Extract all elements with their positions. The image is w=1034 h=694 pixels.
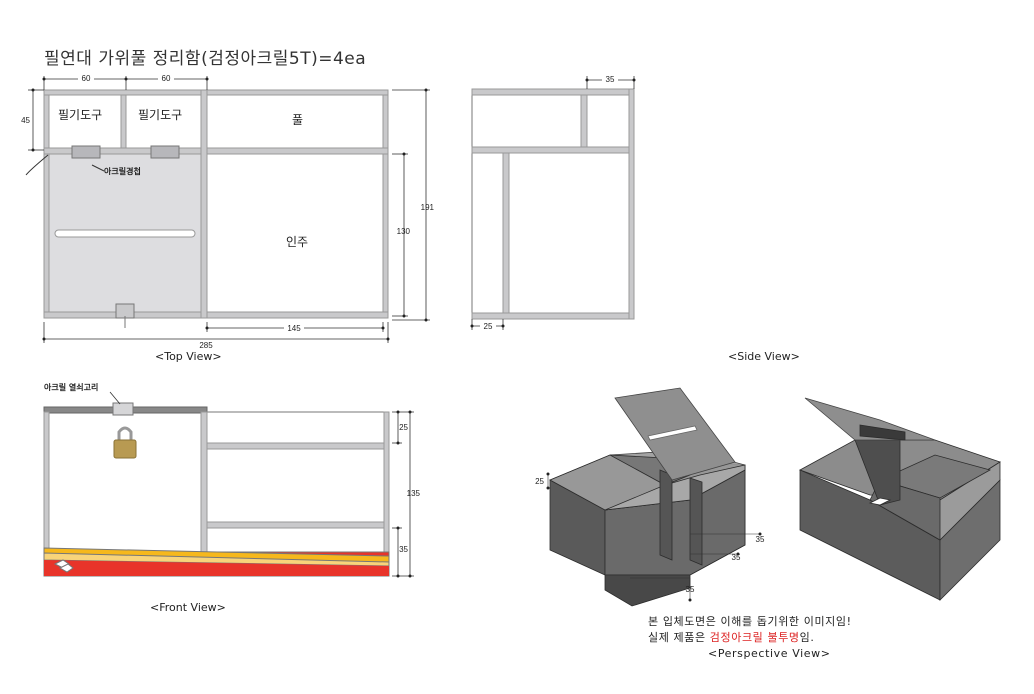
- dim-front-top: 25: [399, 423, 408, 432]
- dim-side-top: 35: [606, 75, 615, 84]
- perspective-box-left: [546, 387, 762, 607]
- dim-persp-b: 35: [732, 553, 741, 562]
- dim-persp-c: 35: [686, 585, 695, 594]
- perspective-box-right: [799, 397, 1001, 601]
- dim-total-w: 285: [199, 341, 213, 350]
- lock-plate: [112, 402, 134, 416]
- cell-label-3: 풀: [292, 113, 304, 127]
- front-view-dim-text: 25 135 35: [399, 423, 420, 554]
- perspective-dim-text: 25 35 35 35: [535, 477, 765, 594]
- note-line-1: 본 입체도면은 이해를 돕기위한 이미지임!: [648, 615, 852, 628]
- side-view: [470, 76, 636, 330]
- note-line-2-pre: 실제 제품은: [648, 631, 710, 644]
- perspective-note: 본 입체도면은 이해를 돕기위한 이미지임! 실제 제품은 검정아크릴 불투명임…: [648, 614, 852, 662]
- brand-logo-icon: [53, 559, 74, 573]
- perspective-view-caption: <Perspective View>: [708, 647, 831, 660]
- note-line-2-post: 임.: [799, 631, 815, 644]
- lock-label: 아크릴 열쇠고리: [44, 383, 99, 392]
- dim-right-w: 145: [287, 324, 301, 333]
- cell-label-1: 필기도구: [58, 108, 103, 122]
- dim-persp-a: 35: [756, 535, 765, 544]
- cell-label-2: 필기도구: [138, 108, 183, 122]
- dim-side-bottom: 25: [484, 322, 493, 331]
- dim-inner-h: 130: [397, 227, 411, 236]
- padlock-icon: [113, 439, 137, 459]
- dim-w2: 60: [162, 74, 171, 83]
- note-line-2: 실제 제품은 검정아크릴 불투명임.: [648, 630, 852, 646]
- hinge-icon: [150, 145, 180, 159]
- side-view-dim-text: 35 25: [480, 75, 618, 331]
- dim-h1: 45: [21, 116, 30, 125]
- dim-persp-side: 25: [535, 477, 544, 486]
- dim-total-h: 191: [421, 203, 435, 212]
- cell-label-4: 인주: [286, 235, 309, 249]
- top-view-caption: <Top View>: [155, 350, 222, 363]
- top-view: [25, 76, 430, 343]
- page-title: 필연대 가위풀 정리함(검정아크릴5T)=4ea: [44, 49, 367, 69]
- dim-front-total: 135: [407, 489, 421, 498]
- side-view-caption: <Side View>: [728, 350, 800, 363]
- front-view-caption: <Front View>: [150, 601, 226, 614]
- top-view-dim-text: 60 60 45 191 130 145 285: [21, 74, 435, 350]
- dim-front-bottom: 35: [399, 545, 408, 554]
- note-line-2-highlight: 검정아크릴 불투명: [709, 631, 800, 644]
- latch-icon: [115, 303, 135, 319]
- hinge-icon: [71, 145, 101, 159]
- dim-w1: 60: [82, 74, 91, 83]
- front-view: [43, 391, 414, 578]
- hinge-label: 아크릴경첩: [104, 167, 141, 176]
